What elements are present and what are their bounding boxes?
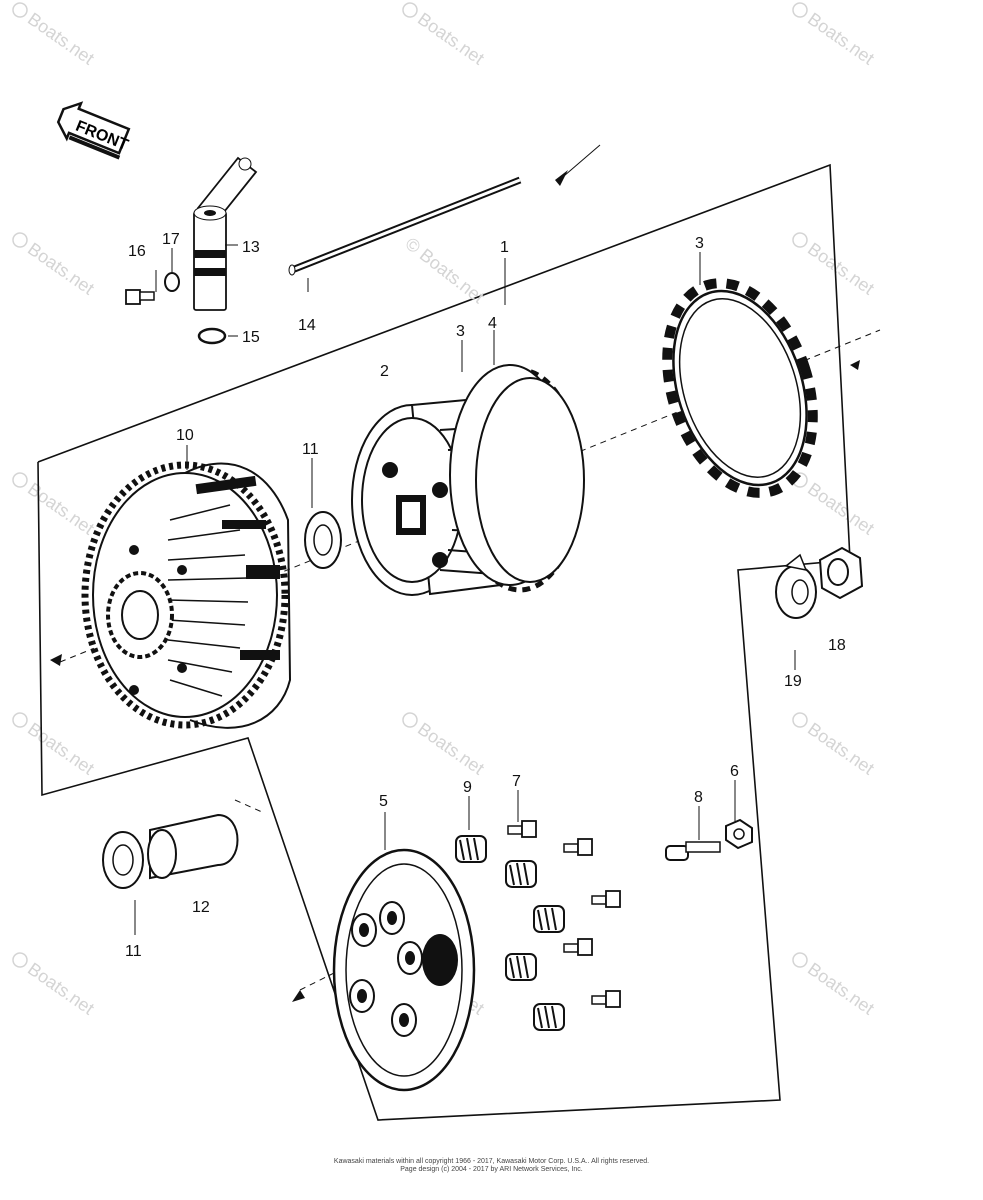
- callout-3: 3: [456, 323, 465, 340]
- watermark: Boats.net: [804, 959, 878, 1019]
- callout-2: 2: [380, 363, 389, 380]
- callout-14: 14: [298, 317, 316, 334]
- clutch-housing-part-10: [81, 461, 292, 729]
- callout-13: 13: [242, 239, 260, 256]
- watermark: Boats.net: [24, 719, 98, 779]
- callout-18: 18: [828, 637, 846, 654]
- washer-part-11-lower-hole: [112, 844, 134, 876]
- copyright-line-1: Kawasaki materials within all copyright …: [333, 1158, 650, 1165]
- sleeve-part-12: [147, 813, 239, 880]
- watermark: Boats.net: [24, 959, 98, 1019]
- watermark: Boats.net: [804, 239, 878, 299]
- callout-3: 3: [695, 235, 704, 252]
- watermark: Boats.net: [414, 9, 488, 69]
- adjusting-screw-part-8: [665, 841, 721, 861]
- o-ring-part-15: [197, 327, 227, 345]
- watermark: Boats.net: [24, 479, 98, 539]
- callout-17: 17: [162, 231, 180, 248]
- callout-8: 8: [694, 789, 703, 806]
- callout-1: 1: [500, 239, 509, 256]
- watermark: Boats.net: [24, 9, 98, 69]
- watermark: Boats.net: [24, 239, 98, 299]
- release-lever-part-13: [193, 156, 258, 311]
- callout-11: 11: [302, 441, 319, 458]
- push-rod-part-14: [288, 176, 522, 276]
- nut-part-18: [818, 546, 864, 600]
- springs-part-9: [455, 835, 565, 1031]
- pressure-plate-part-5: [332, 848, 476, 1092]
- callout-9: 9: [463, 779, 472, 796]
- callout-6: 6: [730, 763, 739, 780]
- watermark: Boats.net: [804, 719, 878, 779]
- leader-lines: [134, 244, 796, 935]
- center-watermark: © Boats.net: [402, 233, 489, 307]
- direction-arrows: [50, 144, 860, 1002]
- callout-19: 19: [784, 673, 802, 690]
- front-direction-tag: FRONT: [56, 101, 131, 160]
- watermark: Boats.net: [414, 719, 488, 779]
- callout-15: 15: [242, 329, 260, 346]
- friction-plate-part-3: [662, 278, 818, 498]
- nut-part-17: [164, 272, 180, 292]
- callout-11: 11: [125, 943, 142, 960]
- bolts-part-7: [507, 820, 621, 1008]
- lock-washer-part-19: [775, 553, 817, 619]
- callout-4: 4: [488, 315, 497, 332]
- plate-stack-part-3-4: [449, 364, 585, 593]
- part-callouts: 1 2 3 3 4 5 6 7 8 9 10 11 11 12 13 14 15…: [125, 231, 846, 960]
- washer-part-11-upper-hole: [313, 524, 333, 556]
- locknut-part-6: [725, 818, 753, 850]
- screw-part-16: [125, 289, 155, 305]
- callout-7: 7: [512, 773, 521, 790]
- watermark: Boats.net: [804, 9, 878, 69]
- callout-5: 5: [379, 793, 388, 810]
- callout-12: 12: [192, 899, 210, 916]
- copyright-line-2: Page design (c) 2004 - 2017 by ARI Netwo…: [400, 1166, 583, 1173]
- callout-10: 10: [176, 427, 194, 444]
- assembly-outline: [37, 163, 851, 1121]
- watermark: Boats.net: [804, 479, 878, 539]
- callout-16: 16: [128, 243, 146, 260]
